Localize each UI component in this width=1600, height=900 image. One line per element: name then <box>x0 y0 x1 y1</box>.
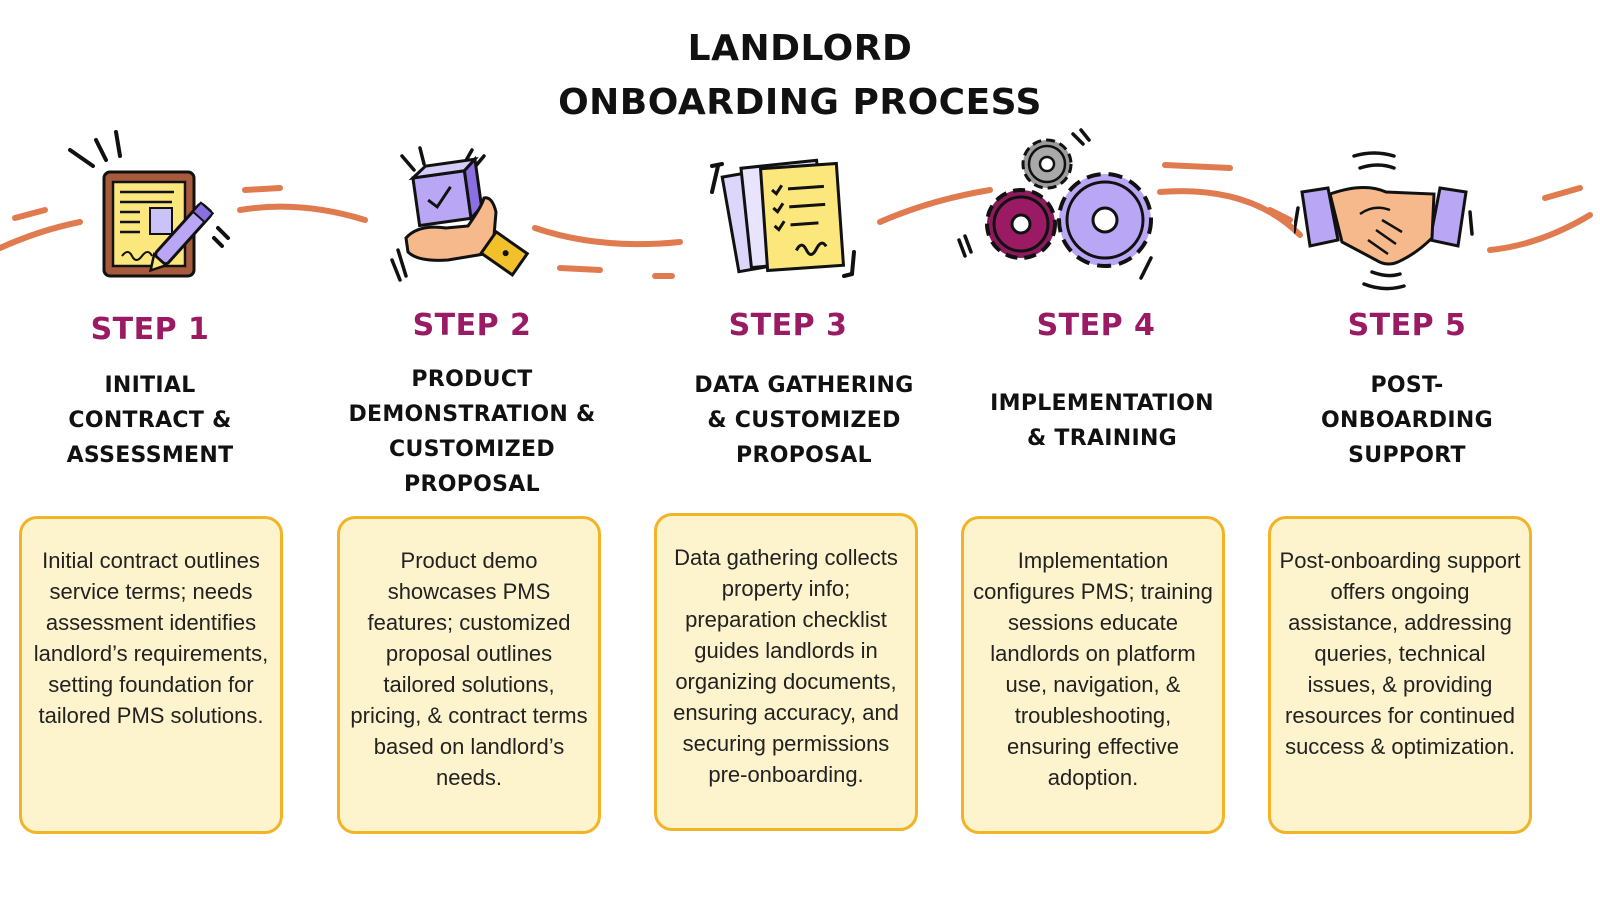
step-1-description: Initial contract outlines service terms;… <box>33 548 269 728</box>
step-3-heading-line: PROPOSAL <box>736 443 872 468</box>
handshake-icon <box>1294 151 1474 291</box>
step-2-heading-line: CUSTOMIZED <box>389 437 555 462</box>
step-5-heading-line: SUPPORT <box>1348 443 1466 468</box>
step-3-label: STEP 3 <box>728 308 848 343</box>
step-1-heading-line: INITIAL <box>104 373 196 398</box>
step-1-heading: INITIAL CONTRACT & ASSESSMENT <box>0 368 300 473</box>
title-line-2: ONBOARDING PROCESS <box>558 82 1042 123</box>
contract-signing-icon <box>68 130 230 278</box>
step-3-heading-line: & CUSTOMIZED <box>707 408 901 433</box>
step-2-label: STEP 2 <box>412 308 532 343</box>
step-1-heading-line: CONTRACT & <box>68 408 232 433</box>
small-gray-gear <box>1021 138 1073 190</box>
step-2-description: Product demo showcases PMS features; cus… <box>350 548 588 790</box>
step-2-heading-line: DEMONSTRATION & <box>348 402 596 427</box>
step-2-card: Product demo showcases PMS features; cus… <box>337 516 601 834</box>
title-line-1: LANDLORD <box>687 28 913 69</box>
documents-checklist-icon <box>710 158 856 278</box>
step-2-heading: PRODUCT DEMONSTRATION & CUSTOMIZED PROPO… <box>322 362 622 502</box>
wavy-connector-line <box>0 162 1593 279</box>
hand-holding-box-icon <box>390 146 530 282</box>
step-3-description: Data gathering collects property info; p… <box>673 545 899 787</box>
step-5-heading-line: ONBOARDING <box>1321 408 1493 433</box>
gears-icon <box>957 128 1153 280</box>
step-5-label: STEP 5 <box>1347 308 1467 343</box>
step-3-heading-line: DATA GATHERING <box>694 373 914 398</box>
step-1-card: Initial contract outlines service terms;… <box>19 516 283 834</box>
step-4-description: Implementation configures PMS; training … <box>973 548 1213 790</box>
step-5-description: Post-onboarding support offers ongoing a… <box>1279 548 1521 759</box>
step-3-card: Data gathering collects property info; p… <box>654 513 918 831</box>
purple-gear <box>1057 172 1153 268</box>
step-2-heading-line: PRODUCT <box>411 367 533 392</box>
step-2-heading-line: PROPOSAL <box>404 472 540 497</box>
step-5-heading: POST- ONBOARDING SUPPORT <box>1257 368 1557 473</box>
step-4-heading: IMPLEMENTATION & TRAINING <box>952 386 1252 456</box>
step-5-card: Post-onboarding support offers ongoing a… <box>1268 516 1532 834</box>
step-5-heading-line: POST- <box>1370 373 1444 398</box>
step-4-card: Implementation configures PMS; training … <box>961 516 1225 834</box>
step-1-heading-line: ASSESSMENT <box>66 443 234 468</box>
step-4-label: STEP 4 <box>1036 308 1156 343</box>
step-4-heading-line: & TRAINING <box>1026 426 1178 451</box>
step-4-heading-line: IMPLEMENTATION <box>990 391 1214 416</box>
magenta-gear <box>985 188 1057 260</box>
step-3-heading: DATA GATHERING & CUSTOMIZED PROPOSAL <box>654 368 954 473</box>
page-title: LANDLORD ONBOARDING PROCESS <box>0 22 1600 130</box>
step-1-label: STEP 1 <box>90 312 210 347</box>
